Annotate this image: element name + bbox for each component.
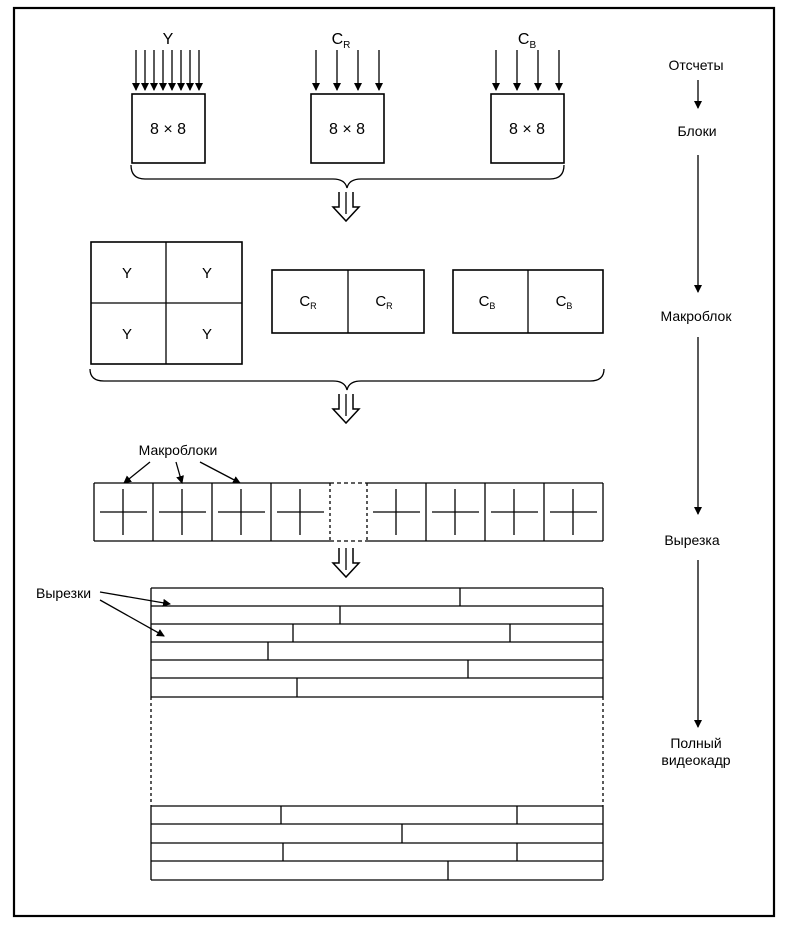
slices-pointer-2	[99, 599, 165, 637]
y-block	[131, 93, 206, 164]
cb-cell-1: CB	[479, 293, 496, 311]
macroblock-brace	[89, 368, 605, 391]
cr-samples-label: CR	[332, 31, 351, 51]
blocks-brace	[130, 164, 565, 189]
y-cell-2: Y	[202, 265, 212, 282]
cb-cell-2: CB	[556, 293, 573, 311]
y-cell-4: Y	[202, 326, 212, 343]
cb-macroblock-group	[452, 269, 604, 334]
step-samples: Отсчеты	[668, 57, 723, 73]
cb-block	[490, 93, 565, 164]
cr-cell-1: CR	[299, 293, 317, 311]
outer-frame	[12, 6, 776, 918]
y-cell-1: Y	[122, 265, 132, 282]
cr-macroblock-group	[271, 269, 425, 334]
slices-pointer-1	[99, 591, 171, 607]
y-sample-arrows	[132, 50, 203, 91]
macroblocks-pointer-2	[175, 461, 184, 484]
cb-block-label: 8 × 8	[509, 121, 545, 138]
macroblock-row	[93, 482, 604, 542]
macroblocks-pointer-1	[123, 461, 151, 484]
cr-block-label: 8 × 8	[329, 121, 365, 138]
cr-cell-2: CR	[375, 293, 393, 311]
frame-bottom-slices	[150, 805, 604, 881]
step-blocks: Блоки	[677, 123, 716, 139]
y-macroblock-group	[90, 241, 243, 365]
frame-top-slices	[150, 587, 604, 698]
y-samples-label: Y	[163, 31, 174, 48]
step-slice: Вырезка	[664, 532, 720, 548]
y-block-label: 8 × 8	[150, 121, 186, 138]
cr-sample-arrows	[312, 50, 383, 91]
cr-block	[310, 93, 385, 164]
cb-samples-label: CB	[518, 31, 537, 51]
y-cell-3: Y	[122, 326, 132, 343]
macroblocks-annotation: Макроблоки	[139, 442, 218, 458]
cb-sample-arrows	[492, 50, 563, 91]
macroblocks-pointer-3	[199, 461, 241, 484]
slices-annotation: Вырезки	[36, 585, 91, 601]
frame-gap-dashed	[150, 697, 604, 806]
step-macroblock: Макроблок	[661, 308, 733, 324]
